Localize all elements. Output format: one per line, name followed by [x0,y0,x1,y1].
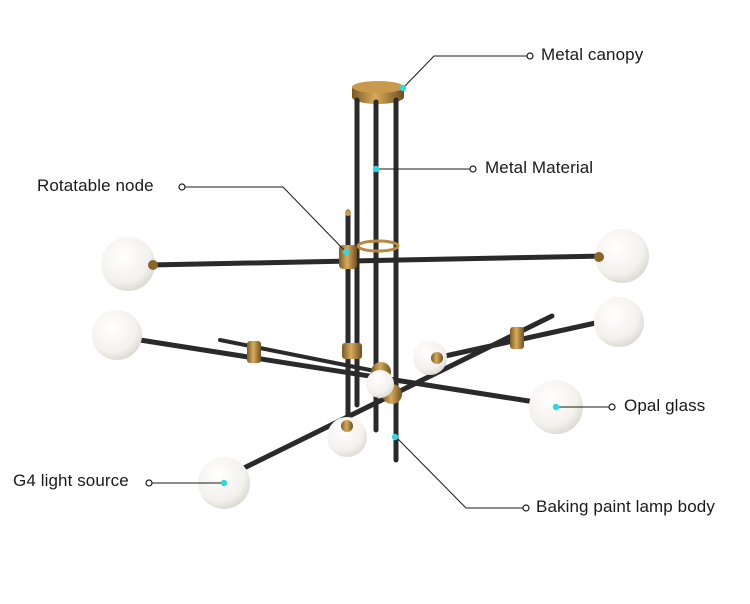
marker-opal-glass [552,403,560,411]
marker-g4-light-source [220,479,228,487]
globe [327,417,367,457]
marker-baking-paint [391,433,399,441]
arm-descending [137,337,538,405]
globe [595,229,649,283]
label-baking-paint-lamp-body: Baking paint lamp body [536,497,715,516]
label-opal-glass: Opal glass [624,396,706,415]
leader-lines [152,55,609,509]
globe [92,310,142,360]
label-g4-light-source: G4 light source [13,471,129,490]
globe [413,341,447,375]
marker-rotatable-node [342,248,350,256]
marker-metal-canopy [399,84,407,92]
marker-metal-material [372,165,380,173]
brass-ring [356,239,400,253]
leader-endpoints [145,52,616,512]
leader-rotatable-node [185,186,347,253]
globe [101,237,155,291]
label-rotatable-node: Rotatable node [37,176,154,195]
label-metal-canopy: Metal canopy [541,45,644,64]
callout-markers [220,84,560,487]
globe [366,370,394,398]
canopy [352,81,404,104]
globe [594,297,644,347]
leader-baking-paint [395,436,523,509]
label-metal-material: Metal Material [485,158,594,177]
leader-metal-canopy [402,55,527,89]
